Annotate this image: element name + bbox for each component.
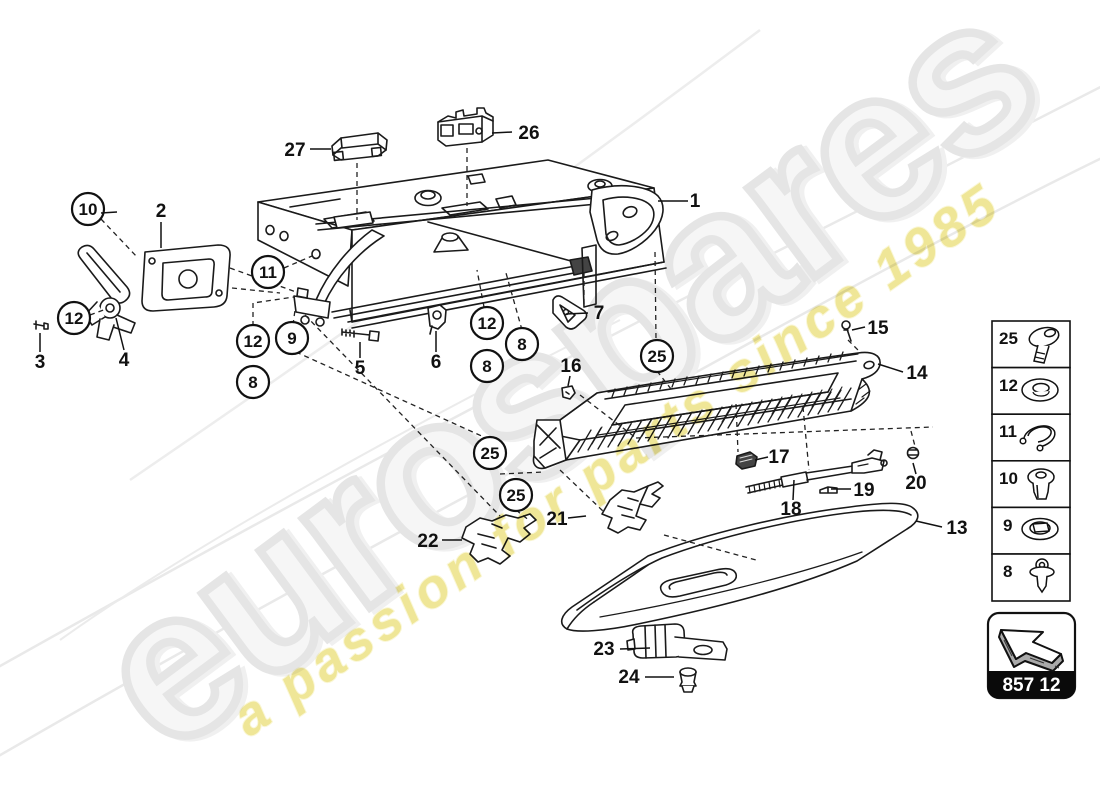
svg-text:25: 25: [481, 444, 500, 463]
svg-text:8: 8: [517, 335, 526, 354]
svg-text:6: 6: [431, 352, 442, 373]
svg-text:11: 11: [259, 263, 277, 282]
svg-text:16: 16: [560, 356, 581, 377]
svg-text:9: 9: [287, 329, 296, 348]
svg-text:26: 26: [518, 123, 539, 144]
svg-text:24: 24: [618, 667, 640, 688]
svg-text:20: 20: [905, 473, 926, 494]
svg-text:12: 12: [65, 309, 84, 328]
svg-text:3: 3: [35, 352, 46, 373]
svg-text:12: 12: [999, 376, 1018, 395]
svg-text:4: 4: [119, 350, 130, 371]
svg-text:18: 18: [780, 499, 801, 520]
svg-text:7: 7: [594, 303, 605, 324]
svg-text:11: 11: [999, 422, 1017, 441]
svg-text:21: 21: [546, 509, 568, 530]
svg-text:12: 12: [478, 314, 497, 333]
svg-text:10: 10: [999, 469, 1018, 488]
svg-text:14: 14: [906, 363, 928, 384]
svg-text:9: 9: [1003, 516, 1012, 535]
svg-text:23: 23: [593, 639, 614, 660]
svg-text:8: 8: [248, 373, 257, 392]
svg-text:27: 27: [284, 140, 305, 161]
svg-text:13: 13: [946, 518, 967, 539]
svg-text:857 12: 857 12: [1002, 675, 1060, 696]
svg-text:15: 15: [867, 318, 889, 339]
svg-text:25: 25: [507, 486, 526, 505]
svg-text:2: 2: [156, 201, 167, 222]
svg-text:8: 8: [1003, 562, 1012, 581]
svg-text:22: 22: [417, 531, 438, 552]
svg-text:10: 10: [79, 200, 98, 219]
svg-text:1: 1: [690, 191, 701, 212]
svg-text:25: 25: [648, 347, 667, 366]
svg-text:17: 17: [768, 447, 789, 468]
svg-text:8: 8: [482, 357, 491, 376]
svg-text:5: 5: [355, 358, 366, 379]
svg-text:12: 12: [244, 332, 263, 351]
svg-text:19: 19: [853, 480, 874, 501]
svg-text:25: 25: [999, 329, 1018, 348]
